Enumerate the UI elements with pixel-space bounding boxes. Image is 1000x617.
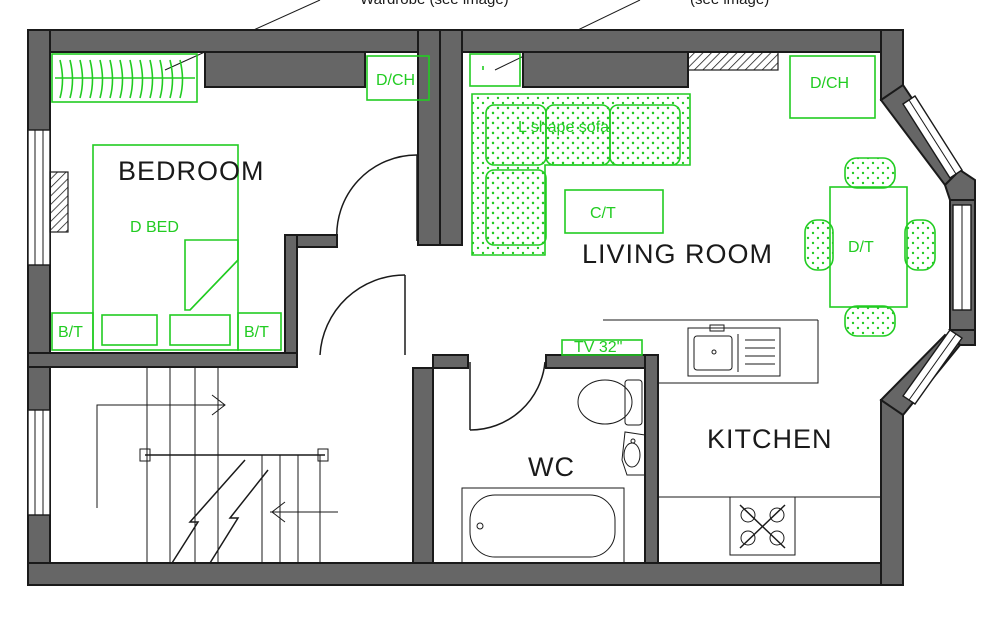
left-windows [27, 129, 69, 516]
bedside-left [51, 312, 94, 351]
room-label-kitchen: KITCHEN [707, 424, 833, 454]
folded-duvet [184, 239, 239, 311]
tv-unit [561, 339, 643, 356]
wardrobe-hangers [55, 59, 195, 99]
chair-top [844, 157, 896, 189]
chair-bottom [844, 305, 896, 337]
wc-fixtures [461, 379, 646, 564]
wc-basin [621, 431, 646, 476]
coffee-table-label: C/T [590, 205, 616, 222]
doors [319, 154, 546, 431]
staircase [96, 367, 338, 564]
wardrobe [51, 53, 198, 103]
dch-living-box [789, 55, 876, 119]
note-right: (see image) [690, 0, 769, 8]
cooker [729, 496, 796, 556]
bedside-right [237, 312, 282, 351]
toilet [577, 379, 633, 425]
room-label-bedroom: BEDROOM [118, 156, 265, 186]
chair-right [904, 219, 936, 271]
dining-table-label: D/T [848, 239, 874, 256]
dch-living-label: D/CH [810, 75, 849, 92]
tv-label: TV 32" [574, 339, 622, 356]
pillow-left [101, 314, 158, 346]
kitchen-fixtures [603, 319, 881, 556]
living-small-unit [469, 53, 521, 87]
living-furniture: L shape sofa C/T D/CH D/T TV 32" [469, 53, 936, 356]
room-label-living: LIVING ROOM [582, 239, 773, 269]
bay-windows [902, 95, 972, 405]
room-label-wc: WC [528, 452, 575, 482]
sofa-label: L shape sofa [518, 119, 609, 136]
bedside-left-label: B/T [58, 324, 83, 341]
bedside-right-label: B/T [244, 324, 269, 341]
coffee-table [564, 189, 664, 234]
bathtub [461, 487, 625, 564]
dch-bedroom-box [366, 55, 430, 101]
chair-left [804, 219, 834, 271]
double-bed-label: D BED [130, 219, 179, 236]
pillow-right [169, 314, 231, 346]
note-wardrobe: Wardrobe (see image) [360, 0, 509, 8]
interior-walls [27, 29, 779, 564]
kitchen-sink [687, 327, 781, 377]
dch-bedroom-label: D/CH [376, 72, 415, 89]
bedroom-furniture: D/CH D BED B/T B/T [51, 53, 430, 351]
